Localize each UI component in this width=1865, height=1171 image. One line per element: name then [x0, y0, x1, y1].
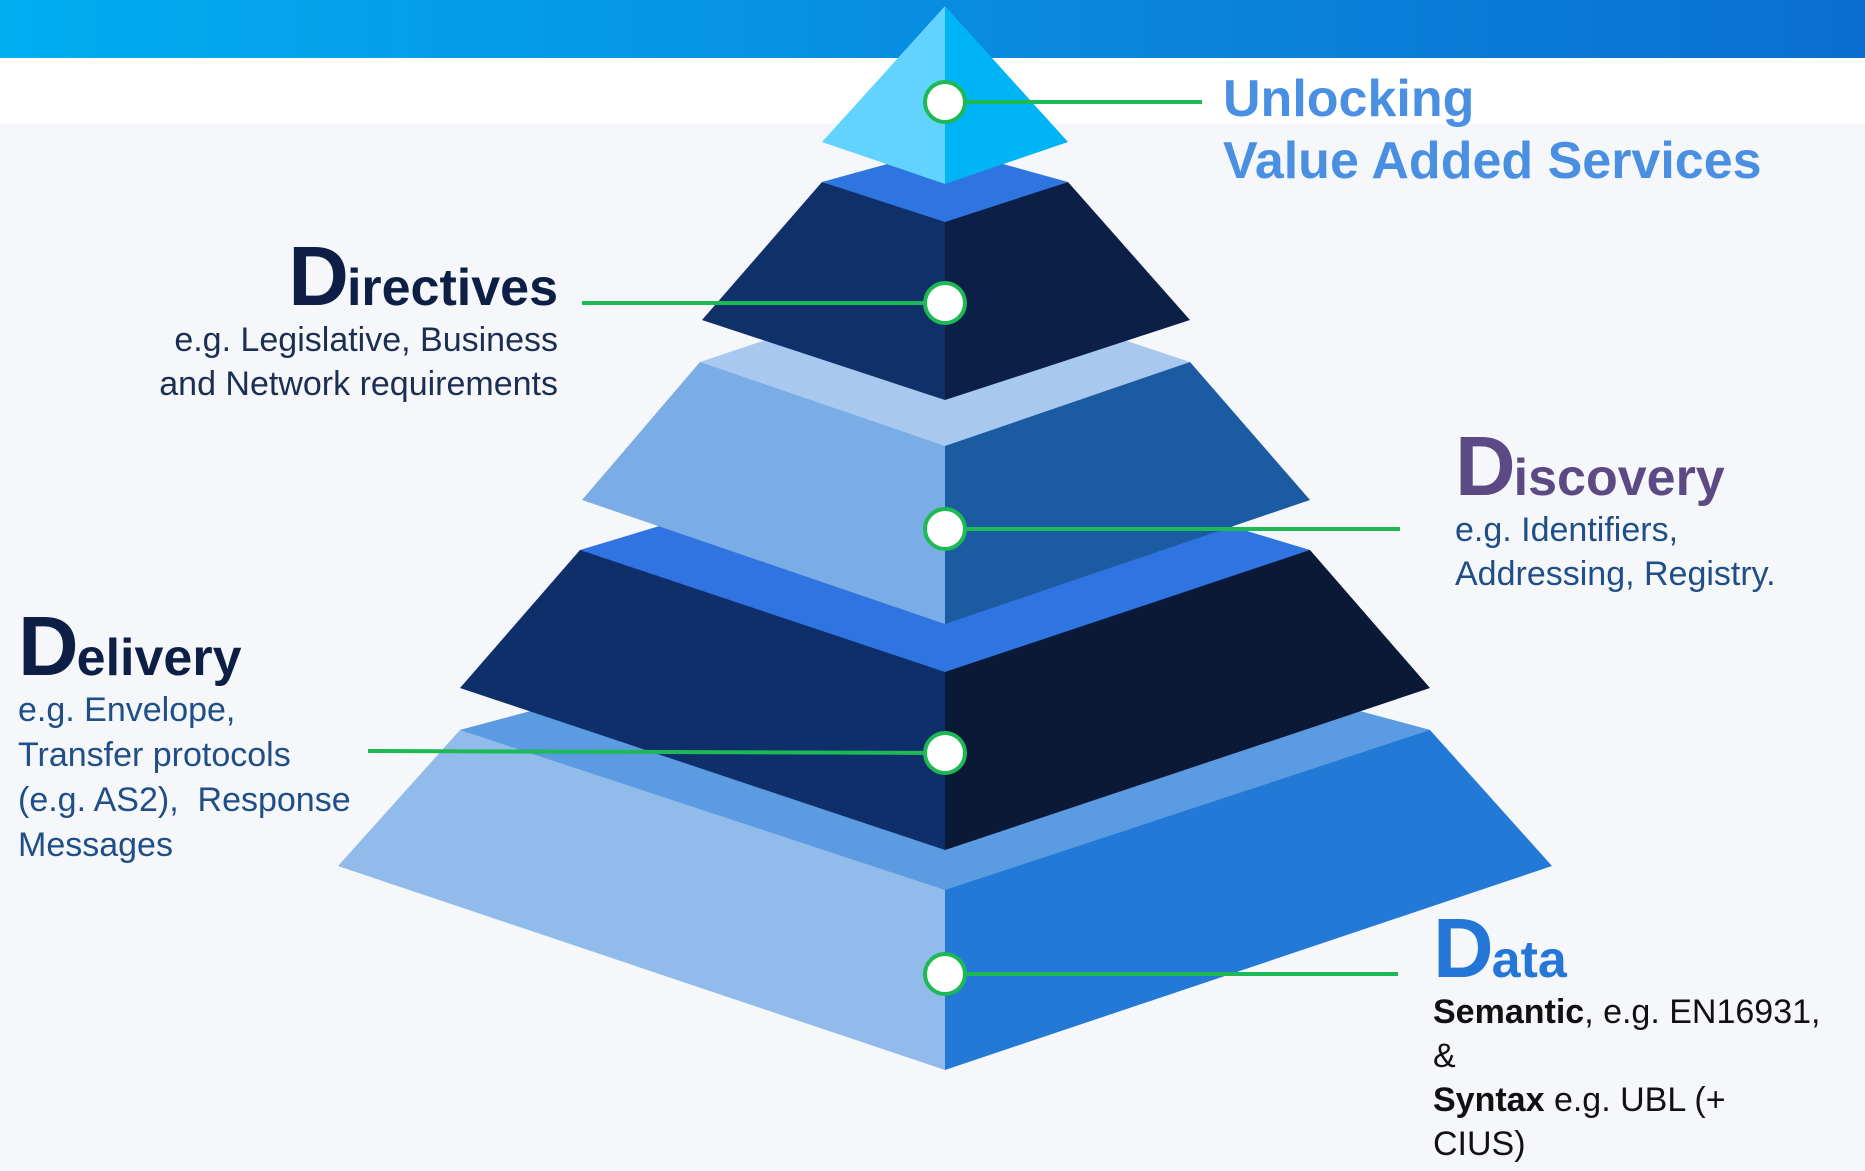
directives-title: Directives — [288, 234, 558, 318]
data-syntax-line: Syntax e.g. UBL (+ — [1433, 1078, 1863, 1122]
delivery-rest: elivery — [76, 629, 242, 687]
data-syntax-bold: Syntax — [1433, 1081, 1545, 1119]
unlocking-line2: Value Added Services — [1223, 132, 1762, 190]
data-title: Data — [1433, 906, 1567, 990]
delivery-label: Delivery e.g. Envelope, Transfer protoco… — [18, 604, 418, 868]
data-rest: ata — [1491, 931, 1567, 989]
discovery-desc-line2: Addressing, Registry. — [1455, 555, 1776, 593]
data-semantic-rest: , e.g. EN16931, — [1584, 993, 1821, 1031]
delivery-title: Delivery — [18, 604, 241, 688]
node-circle-unlocking — [923, 80, 967, 124]
data-cius-line: CIUS) — [1433, 1125, 1526, 1163]
data-semantic-bold: Semantic — [1433, 993, 1585, 1031]
delivery-desc-line1: e.g. Envelope, — [18, 691, 236, 729]
pyramid-tier-directives — [702, 148, 1190, 400]
delivery-desc-line3: (e.g. AS2), Response — [18, 781, 351, 819]
directives-rest: irectives — [346, 259, 558, 317]
node-circle-delivery — [923, 731, 967, 775]
unlocking-line1: Unlocking — [1223, 70, 1475, 128]
data-initial: D — [1433, 901, 1494, 995]
directives-label: Directives e.g. Legislative, Business an… — [0, 234, 558, 406]
data-amp-line: & — [1433, 1037, 1456, 1075]
node-circle-directives — [923, 281, 967, 325]
directives-desc-line1: e.g. Legislative, Business — [174, 321, 558, 359]
discovery-initial: D — [1455, 419, 1516, 513]
directives-initial: D — [288, 229, 349, 323]
connector-line-delivery — [367, 749, 946, 755]
node-circle-data — [923, 952, 967, 996]
pyramid-tier-top — [822, 6, 1068, 184]
discovery-rest: iscovery — [1513, 449, 1725, 507]
discovery-desc-line1: e.g. Identifiers, — [1455, 511, 1679, 549]
discovery-title: Discovery — [1455, 424, 1725, 508]
data-label: Data Semantic, e.g. EN16931, & Syntax e.… — [1433, 906, 1863, 1166]
discovery-label: Discovery e.g. Identifiers, Addressing, … — [1455, 424, 1855, 596]
node-circle-discovery — [923, 507, 967, 551]
delivery-initial: D — [18, 599, 79, 693]
data-semantic-line: Semantic, e.g. EN16931, — [1433, 990, 1863, 1034]
delivery-desc-line2: Transfer protocols — [18, 736, 291, 774]
unlocking-label: Unlocking Value Added Services — [1223, 68, 1843, 192]
directives-desc-line2: and Network requirements — [159, 365, 558, 403]
data-syntax-rest: e.g. UBL (+ — [1544, 1081, 1726, 1119]
delivery-desc-line4: Messages — [18, 826, 173, 864]
